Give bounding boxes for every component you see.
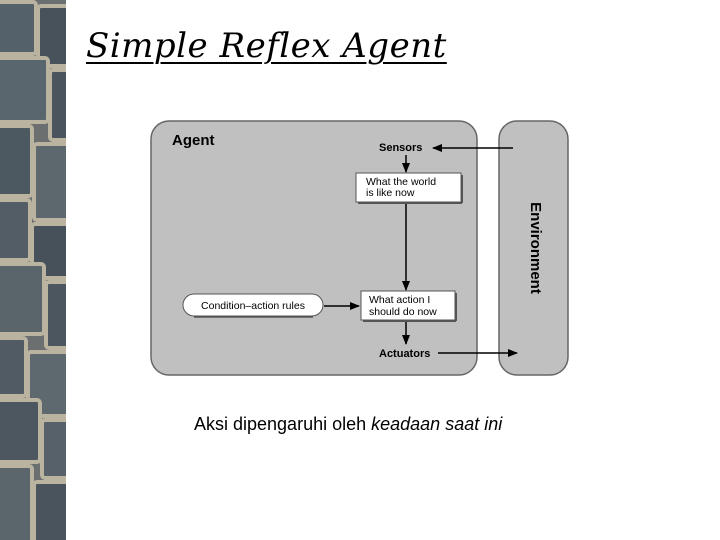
action-line2: should do now bbox=[369, 306, 437, 318]
slide-title: Simple Reflex Agent bbox=[86, 26, 447, 66]
condition-action-rules: Condition–action rules bbox=[182, 293, 324, 318]
stone-wall-decoration bbox=[0, 0, 66, 540]
world-state-line2: is like now bbox=[366, 187, 415, 199]
action-line1: What action I bbox=[369, 294, 430, 306]
rules-label: Condition–action rules bbox=[201, 300, 305, 312]
world-state-line1: What the world bbox=[366, 176, 436, 188]
action-box: What action I should do now bbox=[360, 290, 457, 322]
slide-caption: Aksi dipengaruhi oleh keadaan saat ini bbox=[194, 414, 502, 435]
caption-text: Aksi dipengaruhi oleh bbox=[194, 414, 372, 434]
agent-box bbox=[150, 120, 478, 376]
environment-label: Environment bbox=[527, 202, 544, 294]
agent-label: Agent bbox=[172, 132, 215, 149]
actuators-label: Actuators bbox=[379, 348, 430, 360]
environment-box bbox=[498, 120, 569, 376]
stone-wall-pattern bbox=[0, 0, 66, 540]
caption-emphasis: keadaan saat ini bbox=[371, 414, 503, 434]
sensors-label: Sensors bbox=[379, 142, 422, 154]
world-state-box: What the world is like now bbox=[355, 172, 463, 204]
